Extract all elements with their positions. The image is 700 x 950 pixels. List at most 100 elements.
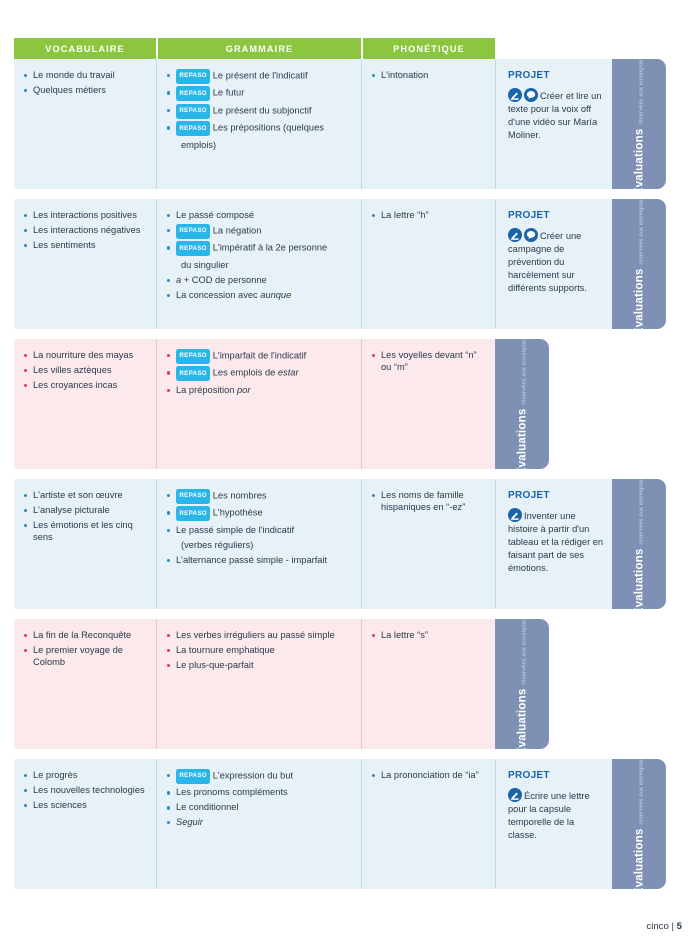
column-header-grammaire: GRAMMAIRE: [156, 38, 361, 59]
repaso-badge: REPASO: [176, 506, 211, 522]
phonetique-list: La prononciation de “ia”: [372, 769, 486, 781]
evaluations-sublabel: réservées aux enseignants: [638, 759, 645, 825]
list-item: La lettre “h”: [372, 209, 486, 221]
repaso-badge: REPASO: [176, 121, 211, 137]
pencil-icon: [508, 788, 522, 802]
table-header: VOCABULAIRE GRAMMAIRE PHONÉTIQUE: [14, 38, 495, 59]
list-item: Les pronoms compléments: [167, 786, 352, 798]
list-item: Les émotions et les cinq sens: [24, 519, 147, 544]
repaso-badge: REPASO: [176, 86, 211, 102]
list-item: L'analyse picturale: [24, 504, 147, 516]
evaluations-label: Évaluations: [516, 688, 529, 749]
list-item: La prononciation de “ia”: [372, 769, 486, 781]
footer-page-number: 5: [676, 921, 682, 932]
list-item: Les croyances incas: [24, 379, 147, 391]
phonetique-list: Les noms de famille hispaniques en “-ez”: [372, 489, 486, 514]
list-item: La fin de la Reconquête: [24, 629, 147, 641]
projet-title: PROJET: [508, 70, 550, 81]
column-header-vocabulaire: VOCABULAIRE: [14, 38, 156, 59]
projet-title: PROJET: [508, 770, 550, 781]
evaluations-label: Évaluations: [516, 408, 529, 469]
repaso-badge: REPASO: [176, 69, 211, 84]
list-item: Les noms de famille hispaniques en “-ez”: [372, 489, 486, 514]
evaluations-sublabel: réservées aux enseignants: [521, 619, 528, 685]
list-item: Les nouvelles technologies: [24, 784, 147, 796]
repaso-badge: REPASO: [176, 223, 211, 239]
list-item: Les sciences: [24, 799, 147, 811]
evaluations-tab[interactable]: Évaluations réservées aux enseignants: [495, 619, 549, 749]
list-item: La tournure emphatique: [167, 644, 352, 656]
list-item: Le passé simple de l'indicatif: [167, 524, 352, 536]
pencil-icon: [508, 508, 522, 522]
evaluations-tab[interactable]: Évaluations réservées aux enseignants: [612, 199, 666, 329]
evaluations-tab[interactable]: Évaluations réservées aux enseignants: [612, 759, 666, 889]
list-item: Le progrès: [24, 769, 147, 781]
cell-phonetique: La lettre “s”: [361, 619, 495, 749]
list-item: Les interactions positives: [24, 209, 147, 221]
cell-projet: PROJET Créer une campagne de prévention d…: [495, 199, 612, 329]
speech-bubble-icon: [524, 88, 538, 102]
page-footer: cinco | 5: [646, 921, 682, 932]
phonetique-list: Les voyelles devant “n” ou “m”: [372, 349, 486, 374]
list-item: Les villes aztèques: [24, 364, 147, 376]
evaluations-sublabel: réservées aux enseignants: [521, 339, 528, 405]
cell-phonetique: La lettre “h”: [361, 199, 495, 329]
list-item: La préposition por: [167, 384, 352, 396]
speech-bubble-icon: [524, 228, 538, 242]
pencil-icon: [508, 228, 522, 242]
column-header-phonetique: PHONÉTIQUE: [361, 38, 495, 59]
cell-phonetique: Les noms de famille hispaniques en “-ez”: [361, 479, 495, 609]
projet-title: PROJET: [508, 210, 550, 221]
footer-separator: |: [671, 921, 674, 932]
repaso-badge: REPASO: [176, 103, 211, 119]
list-item: Le plus-que-parfait: [167, 659, 352, 671]
list-item: du singulier: [181, 259, 229, 270]
phonetique-list: La lettre “h”: [372, 209, 486, 221]
projet-description: Créer une campagne de prévention du harc…: [508, 228, 604, 295]
evaluations-sublabel: réservées aux enseignants: [638, 199, 645, 265]
list-item: Quelques métiers: [24, 84, 147, 96]
evaluations-tab[interactable]: Évaluations réservées aux enseignants: [495, 339, 549, 469]
pencil-icon: [508, 88, 522, 102]
list-item: Le passé composé: [167, 209, 352, 221]
projet-description: Inventer une histoire à partir d'un tabl…: [508, 508, 604, 575]
repaso-badge: REPASO: [176, 349, 211, 364]
list-item: La nourriture des mayas: [24, 349, 147, 361]
evaluations-label: Évaluations: [633, 828, 646, 889]
cell-phonetique: L'intonation: [361, 59, 495, 189]
projet-title: PROJET: [508, 490, 550, 501]
repaso-badge: REPASO: [176, 769, 211, 784]
list-item: (verbes réguliers): [181, 539, 254, 550]
evaluations-label: Évaluations: [633, 268, 646, 329]
